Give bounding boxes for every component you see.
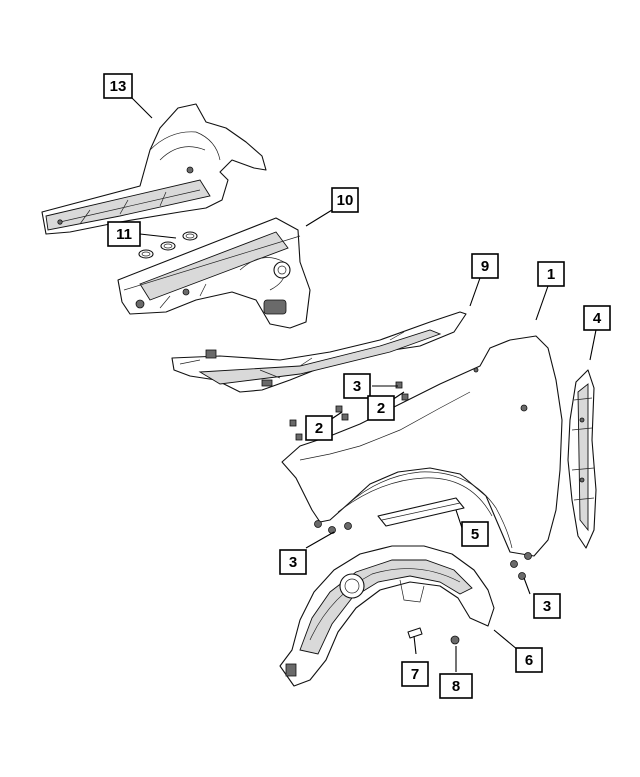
part-shock-tower [117,217,311,329]
callout-13: 8 [439,673,473,699]
part-plugs [138,231,198,259]
callout-8: 9 [471,253,499,279]
callout-7: 7 [401,661,429,687]
callout-3-right-label: 3 [543,598,551,615]
callout-2-right: 2 [367,395,395,421]
callout-10: 11 [107,221,141,247]
part-apron-rail [41,103,267,235]
callout-11-label: 13 [110,78,127,95]
callout-3-left-label: 3 [289,554,297,571]
callout-3-upper: 3 [343,373,371,399]
part-fender [281,335,563,557]
callout-5-label: 5 [471,526,479,543]
part-cowl-seal [171,311,467,393]
callout-9: 10 [331,187,359,213]
callout-2-left-label: 2 [315,420,323,437]
callout-8-label: 9 [481,258,489,275]
part-bracket [567,369,597,549]
callout-11: 13 [103,73,133,99]
callout-3-upper-label: 3 [353,378,361,395]
callout-5: 5 [461,521,489,547]
callout-3-left: 3 [279,549,307,575]
callout-3-right: 3 [533,593,561,619]
callout-1-label: 1 [547,266,555,283]
part-fender-molding [377,497,465,527]
part-wheel-liner [279,545,495,687]
callout-9-label: 10 [337,192,354,209]
callout-2-left: 2 [305,415,333,441]
callout-1: 1 [537,261,565,287]
callout-4: 4 [583,305,611,331]
callout-6-label: 6 [525,652,533,669]
callout-2-right-label: 2 [377,400,385,417]
callout-4-label: 4 [593,310,602,327]
callout-13-label: 8 [452,678,460,695]
callout-6: 6 [515,647,543,673]
callout-10-label: 11 [116,226,132,243]
callout-7-label: 7 [411,666,419,683]
leader-lines [129,95,597,672]
